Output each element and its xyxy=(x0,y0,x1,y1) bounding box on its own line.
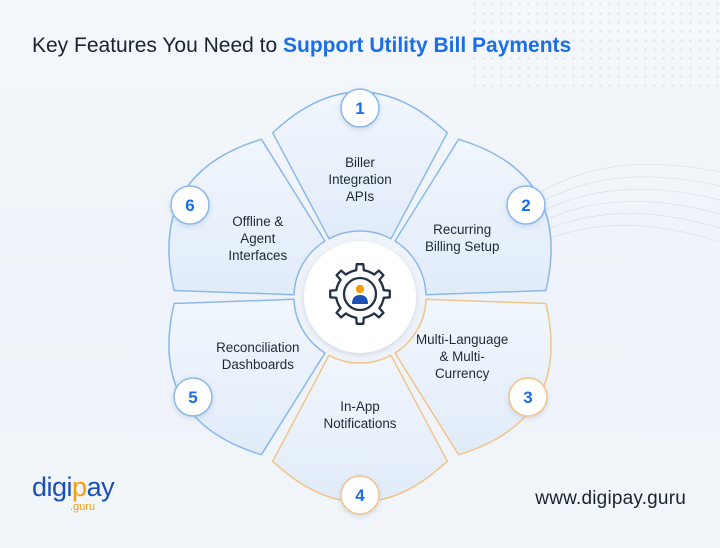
badge-number: 2 xyxy=(521,196,530,215)
number-badge-2: 2 xyxy=(506,185,546,225)
number-badge-3: 3 xyxy=(508,377,548,417)
feature-segment-4 xyxy=(271,354,449,503)
feature-segment-1 xyxy=(271,91,449,240)
feature-segment-5 xyxy=(168,298,326,456)
digipay-logo: digipay .guru xyxy=(32,472,115,513)
feature-label-3: Multi-Language& Multi-Currency xyxy=(416,331,509,381)
badge-number: 4 xyxy=(355,486,365,505)
feature-segment-3 xyxy=(394,298,552,456)
badge-number: 5 xyxy=(188,388,197,407)
feature-segment-6 xyxy=(168,138,326,296)
number-badge-4: 4 xyxy=(340,475,380,515)
gear-user-icon xyxy=(329,263,391,325)
badge-number: 6 xyxy=(185,196,194,215)
logo-sub-text: .guru xyxy=(70,501,96,513)
segments xyxy=(168,91,552,503)
number-badge-1: 1 xyxy=(340,88,380,128)
number-badge-6: 6 xyxy=(170,185,210,225)
page-title: Key Features You Need to Support Utility… xyxy=(32,34,571,58)
website-url: www.digipay.guru xyxy=(535,488,686,509)
dot-pattern xyxy=(470,0,720,90)
title-prefix: Key Features You Need to xyxy=(32,34,284,57)
badge-number: 3 xyxy=(523,388,532,407)
logo-main-text: digipay xyxy=(32,472,115,502)
feature-segment-2 xyxy=(394,138,552,296)
number-badge-5: 5 xyxy=(173,377,213,417)
badge-number: 1 xyxy=(355,99,364,118)
number-badges: 1 2 3 4 5 6 xyxy=(170,88,548,515)
title-highlight: Support Utility Bill Payments xyxy=(283,34,572,57)
